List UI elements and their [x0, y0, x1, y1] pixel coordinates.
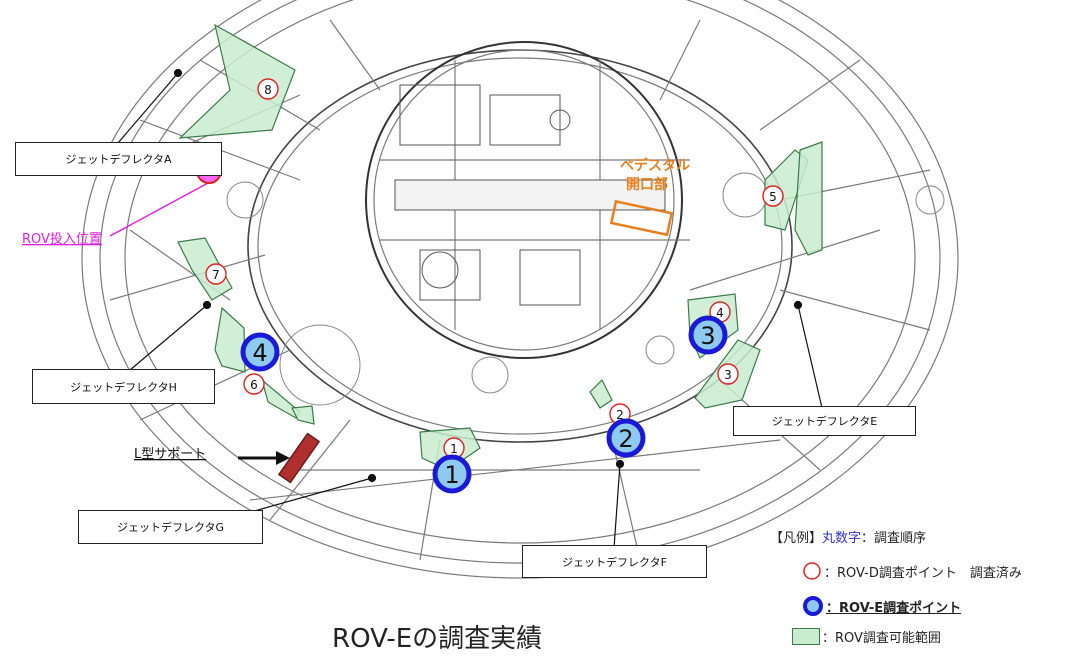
pedestal-opening [609, 199, 674, 237]
legend-rov-e-label: ：ROV-E調査ポイント [826, 600, 962, 616]
rov-d-num-4: 4 [716, 306, 724, 320]
callout-deflector-f: ジェットデフレクタF [522, 545, 707, 578]
legend: 【凡例】 丸数字 ：調査順序 ：ROV-D調査ポイント 調査済み ：ROV-E調… [770, 525, 1086, 653]
rov-e-point-4 [240, 332, 280, 372]
range-5 [764, 149, 809, 231]
legend-title-colored: 丸数字 [822, 531, 862, 546]
range-6b [291, 405, 315, 425]
legend-title-prefix: 【凡例】 [770, 531, 823, 546]
pedestal-interior [394, 84, 666, 306]
rov-e-point-3 [688, 315, 728, 355]
ring-details [226, 172, 945, 406]
range-7 [177, 237, 233, 301]
l-support-label: L型サポート [134, 447, 206, 462]
callout-deflector-e: ジェットデフレクタE [733, 406, 916, 436]
rov-d-num-2: 2 [616, 408, 624, 422]
rov-e-label-1: 1 [444, 461, 459, 489]
rov-insert-label: ROV投入位置 [22, 231, 102, 247]
rov-d-num-6: 6 [250, 378, 258, 392]
range-6 [260, 378, 301, 419]
range-8 [178, 23, 296, 139]
rov-e-label-4: 4 [252, 339, 267, 367]
pedestal-label-line2: 開口部 [626, 176, 668, 193]
legend-title: 【凡例】 丸数字 ：調査順序 [770, 527, 926, 546]
pedestal-label-line1: ペデスタル [620, 157, 690, 174]
rov-e-label-2: 2 [618, 425, 633, 453]
callout-deflector-a: ジェットデフレクタA [15, 142, 222, 176]
rov-d-legend-icon [803, 562, 821, 580]
callout-leaders [117, 68, 823, 549]
rov-e-legend-icon [803, 596, 823, 616]
rov-d-point-6 [243, 373, 265, 395]
rov-d-point-5 [762, 185, 784, 207]
callout-deflector-h: ジェットデフレクタH [32, 369, 215, 404]
rov-d-num-8: 8 [264, 83, 272, 97]
l-support [277, 432, 321, 484]
legend-rov-d: ：ROV-D調査ポイント 調査済み [802, 561, 1022, 581]
legend-range-label: ：ROV調査可能範囲 [822, 631, 941, 646]
range-legend-swatch [792, 628, 820, 645]
legend-rov-d-label: ：ROV-D調査ポイント 調査済み [824, 565, 1022, 581]
range-h [214, 306, 246, 373]
callout-deflector-g: ジェットデフレクタG [78, 510, 263, 544]
legend-rov-e: ：ROV-E調査ポイント [802, 595, 961, 617]
range-5b [794, 141, 823, 256]
rov-d-num-7: 7 [212, 268, 220, 282]
rov-d-point-7 [205, 263, 227, 285]
range-2 [589, 378, 613, 409]
rov-e-point-2 [606, 418, 646, 458]
rov-d-point-3 [717, 363, 739, 385]
rov-d-point-8 [257, 78, 279, 100]
rov-d-points [205, 78, 784, 459]
rov-d-num-1: 1 [450, 442, 458, 456]
rov-e-point-1 [432, 454, 472, 494]
rov-d-num-5: 5 [769, 190, 777, 204]
rov-d-num-3: 3 [724, 368, 732, 382]
rov-e-label-3: 3 [700, 322, 715, 350]
legend-title-suffix: ：調査順序 [861, 531, 927, 546]
legend-range: ：ROV調査可能範囲 [792, 627, 941, 646]
diagram-caption: ROV-Eの調査実績 [332, 624, 543, 654]
